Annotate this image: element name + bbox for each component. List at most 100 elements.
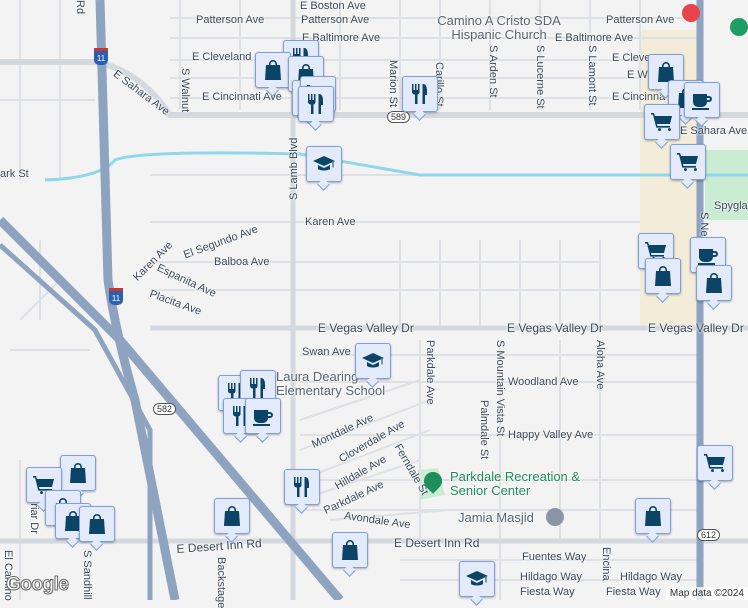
- street-label: Fuentes Way: [522, 551, 587, 563]
- street-label: E Cincinna: [612, 91, 666, 103]
- street-label: Swan Ave: [302, 346, 351, 358]
- street-label: Patterson Ave: [196, 14, 265, 26]
- school-marker[interactable]: [459, 561, 495, 597]
- cart-icon: [677, 153, 698, 172]
- street-label: S Lamb Blvd: [288, 137, 300, 200]
- street-label: E W: [627, 69, 648, 81]
- interstate-shield-11: 11: [94, 48, 108, 65]
- restaurant-marker[interactable]: [284, 469, 320, 505]
- interstate-shield-11: 11: [109, 288, 123, 305]
- shopping-bag-icon: [658, 62, 674, 82]
- cart-marker[interactable]: [670, 144, 706, 180]
- street-label: Karen Ave: [305, 216, 356, 228]
- cart-icon: [704, 454, 725, 473]
- street-label: Parkdale Ave: [424, 340, 436, 405]
- canal: [44, 151, 748, 182]
- poi-park-label[interactable]: Parkdale Recreation & Senior Center: [450, 469, 581, 498]
- street-label: S Sandhill: [81, 550, 93, 600]
- route-shield-612: 612: [697, 529, 721, 541]
- street-label: Marion St: [387, 60, 399, 108]
- shopping-bag-icon: [645, 506, 661, 526]
- restaurant-icon: [308, 94, 323, 114]
- hospital-icon[interactable]: [682, 4, 700, 22]
- shopping-bag-marker[interactable]: [696, 265, 732, 301]
- shopping-bag-icon: [265, 60, 281, 80]
- shopping-bag-marker[interactable]: [635, 498, 671, 534]
- shopping-bag-icon: [89, 514, 105, 534]
- shopping-bag-marker[interactable]: [60, 455, 96, 491]
- street-label: Woodland Ave: [508, 376, 579, 388]
- minor-streets: [0, 0, 700, 600]
- street-label: E Cleve: [612, 52, 651, 64]
- google-logo: Google: [5, 574, 69, 596]
- restaurant-marker[interactable]: [402, 76, 438, 112]
- school-marker[interactable]: [306, 146, 342, 182]
- street-label: S Lucerne St: [534, 45, 546, 109]
- poi-mosque-label[interactable]: Jamia Masjid: [458, 510, 534, 525]
- street-label: Encina: [600, 547, 612, 581]
- street-label: Happy Valley Ave: [508, 429, 594, 441]
- coffee-icon: [698, 249, 718, 265]
- cart-marker[interactable]: [697, 445, 733, 481]
- shopping-bag-icon: [655, 266, 671, 286]
- coffee-icon: [253, 410, 273, 426]
- street-label: E Baltimore Ave: [302, 32, 381, 44]
- street-label: Rd: [74, 0, 86, 15]
- street-label: Fiesta Way: [606, 586, 661, 598]
- place-pin-icon[interactable]: [730, 18, 748, 36]
- restaurant-icon: [294, 477, 309, 497]
- coffee-icon: [692, 94, 712, 110]
- shopping-bag-icon: [224, 506, 240, 526]
- school-icon: [362, 353, 384, 368]
- school-marker[interactable]: [355, 343, 391, 379]
- shopping-bag-marker[interactable]: [255, 52, 291, 88]
- poi-church-label[interactable]: Camino A Cristo SDA Hispanic Church: [437, 13, 561, 42]
- poi-school-label[interactable]: Laura Dearing Elementary School: [276, 369, 386, 398]
- street-label: Balboa Ave: [214, 256, 270, 268]
- shopping-bag-icon: [70, 463, 86, 483]
- route-shield-589: 589: [387, 111, 411, 123]
- shopping-bag-marker[interactable]: [79, 506, 115, 542]
- shopping-bag-marker[interactable]: [645, 258, 681, 294]
- street-label: E Sahara Ave: [680, 125, 748, 137]
- restaurant-icon: [412, 84, 427, 104]
- street-label: Hildago Way: [620, 571, 682, 583]
- street-label: S Arden St: [487, 45, 499, 98]
- us-95-freeway: [0, 216, 344, 600]
- street-label: E Cincinnati Ave: [202, 91, 282, 103]
- cart-icon: [651, 113, 672, 132]
- street-label: E Desert Inn Rd: [394, 536, 480, 550]
- map-attribution[interactable]: Map data ©2024: [665, 587, 748, 600]
- street-label: Aloha Ave: [594, 340, 606, 390]
- street-label: Backstage: [215, 557, 227, 608]
- school-icon: [466, 571, 488, 586]
- street-label: Fiesta Way: [520, 586, 575, 598]
- green-area: [705, 150, 748, 220]
- street-label: E Boston Ave: [300, 0, 366, 12]
- coffee-marker[interactable]: [684, 82, 720, 118]
- street-label: S Lamont St: [586, 45, 598, 106]
- cart-icon: [645, 242, 666, 261]
- street-label: E Vegas Valley Dr: [507, 321, 603, 335]
- shopping-bag-icon: [65, 511, 81, 531]
- street-label: S Walnut: [179, 68, 191, 113]
- street-label: E Vegas Valley Dr: [648, 321, 744, 335]
- shopping-bag-icon: [342, 540, 358, 560]
- street-label: E Vegas Valley Dr: [318, 321, 414, 335]
- freeway-ramp: [0, 243, 153, 600]
- route-shield-582: 582: [153, 403, 177, 415]
- street-label: S Mountain Vista St: [494, 340, 506, 437]
- street-label: ark St: [0, 168, 29, 180]
- restaurant-icon: [250, 378, 265, 398]
- street-label: E Cleveland: [192, 51, 252, 63]
- street-label: Patterson Ave: [606, 14, 675, 26]
- street-label: E Baltimore Ave: [555, 32, 634, 44]
- cart-marker[interactable]: [644, 104, 680, 140]
- restaurant-marker[interactable]: [298, 86, 334, 122]
- street-label: Palmdale St: [478, 400, 490, 460]
- school-icon: [313, 156, 335, 171]
- shopping-bag-marker[interactable]: [332, 532, 368, 568]
- coffee-marker[interactable]: [245, 398, 281, 434]
- shopping-bag-marker[interactable]: [214, 498, 250, 534]
